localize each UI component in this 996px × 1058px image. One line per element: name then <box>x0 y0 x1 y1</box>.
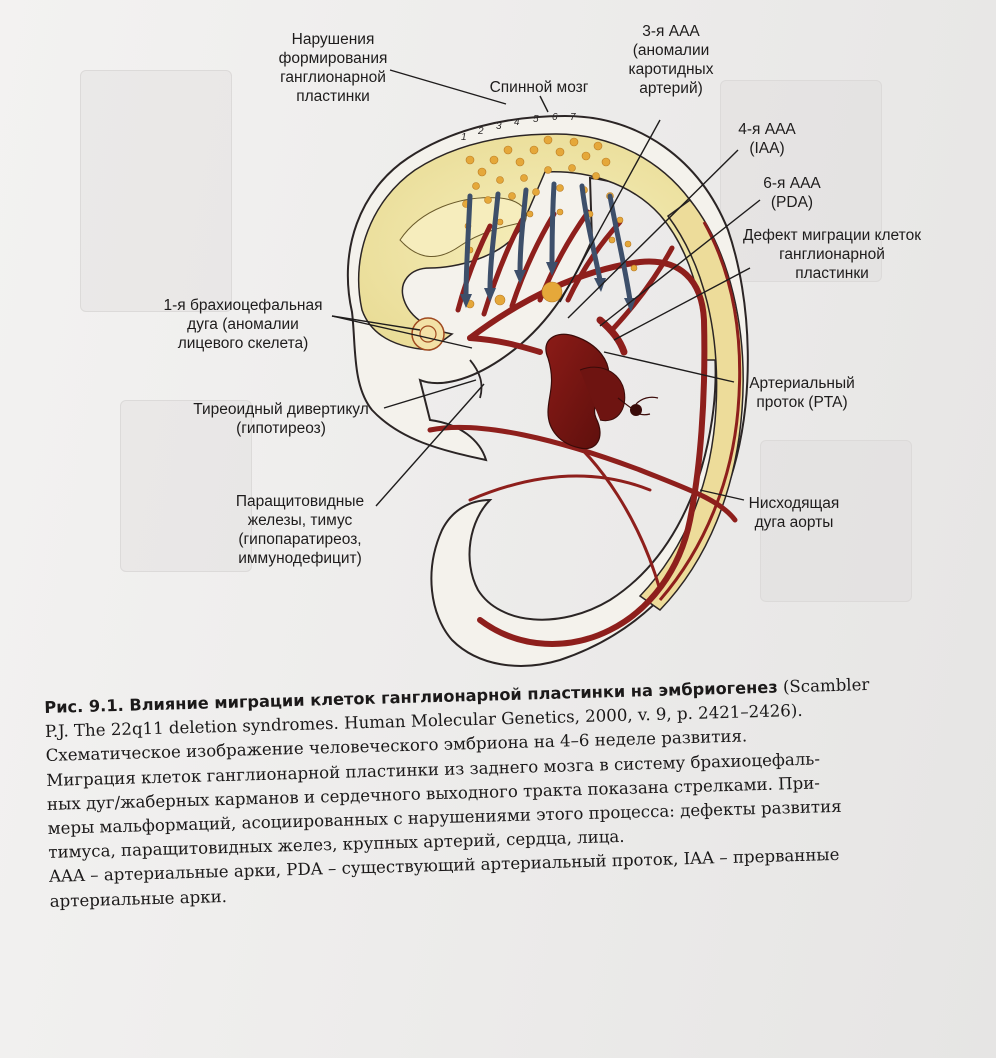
rhombomere-number: 4 <box>514 117 520 128</box>
first-arch-eye <box>412 318 444 350</box>
label-ductus: Артериальный проток (PTA) <box>738 374 866 412</box>
label-aaa3: 3-я ААА (аномалии каротидных артерий) <box>616 22 726 98</box>
label-parathyroid: Паращитовидные железы, тимус (гипопарати… <box>216 492 384 568</box>
label-first-arch: 1-я брахиоцефальная дуга (аномалии лицев… <box>148 296 338 353</box>
label-spinal-cord: Спинной мозг <box>470 78 608 97</box>
rhombomere-number: 7 <box>570 112 576 123</box>
rhombomere-number: 6 <box>552 112 558 123</box>
rhombomere-number: 1 <box>461 132 467 143</box>
label-descending-aorta: Нисходящая дуга аорты <box>744 494 844 532</box>
label-migration-defect: Дефект миграции клеток ганглионарной пла… <box>734 226 930 283</box>
label-aaa4: 4-я ААА (IAA) <box>728 120 806 158</box>
label-thyroid: Тиреоидный дивертикул (гипотиреоз) <box>176 400 386 438</box>
rhombomere-number: 3 <box>496 121 502 132</box>
rhombomere-number: 5 <box>533 114 539 125</box>
figure-caption: Рис. 9.1. Влияние миграции клеток гангли… <box>44 670 980 914</box>
label-aaa6: 6-я ААА (PDA) <box>752 174 832 212</box>
label-neural-crest-disorder: Нарушения формирования ганглионарной пла… <box>258 30 408 106</box>
heart <box>546 334 658 448</box>
rhombomere-number: 2 <box>478 126 484 137</box>
